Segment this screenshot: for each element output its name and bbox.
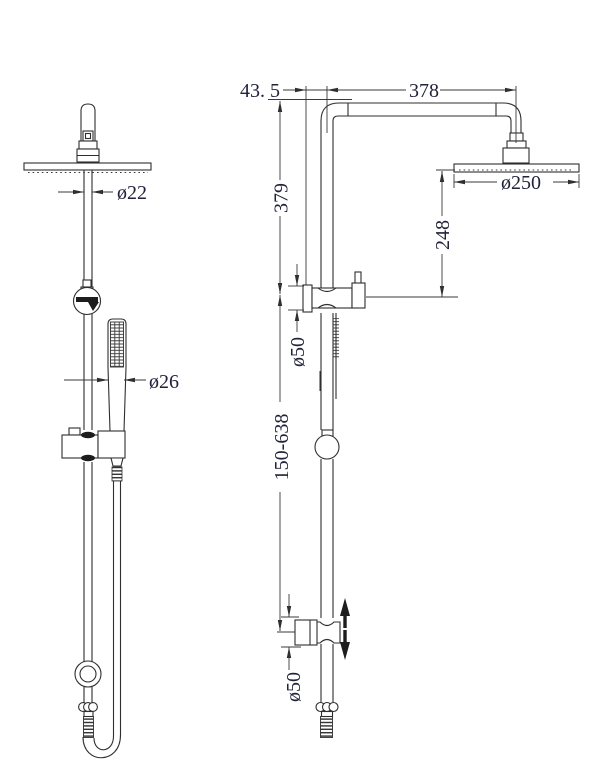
rain-head-front xyxy=(23,162,152,171)
dim-label-o50-upper: ø50 xyxy=(287,337,309,367)
dim-lower-bracket: ø50 xyxy=(281,594,305,702)
diverter xyxy=(72,279,102,316)
shower-hose xyxy=(82,481,122,759)
front-view: ø22 ø26 xyxy=(23,103,179,759)
dim-top-chain: 43. 5 378 xyxy=(240,80,517,285)
cap-joint xyxy=(82,130,94,142)
dim-label-379: 379 xyxy=(271,183,293,213)
cap-joint-detail xyxy=(84,132,92,140)
hose-cone xyxy=(110,457,124,467)
dim-label-o22: ø22 xyxy=(117,182,147,204)
side-view: ø250 43. 5 378 379 xyxy=(240,80,580,738)
column-pipe-side xyxy=(320,102,522,290)
slider-bracket-side xyxy=(302,271,366,313)
hand-shower-front xyxy=(107,318,127,434)
dim-head-diameter: ø250 xyxy=(453,172,580,194)
lower-bracket-front xyxy=(74,660,102,688)
dim-riser-diameter: ø22 xyxy=(58,182,147,204)
dim-hand-shower-diameter: ø26 xyxy=(64,371,179,393)
spray-face-side xyxy=(333,318,339,358)
hose-spring xyxy=(111,466,123,482)
dim-label-o26: ø26 xyxy=(149,371,179,393)
adjustability-arrows xyxy=(340,598,350,660)
dim-rail-range: 150-638 xyxy=(271,295,296,633)
hook-pin xyxy=(354,271,362,285)
dim-label-248: 248 xyxy=(432,220,454,250)
dim-label-378: 378 xyxy=(409,80,439,102)
lower-bracket-side xyxy=(294,619,341,646)
dim-upper-bracket: ø50 xyxy=(287,264,309,367)
hose-connector-side xyxy=(315,701,339,738)
dim-head-to-bracket: 248 xyxy=(366,169,458,298)
dim-label-o250: ø250 xyxy=(501,172,541,194)
swivel-collar xyxy=(78,140,98,150)
dim-label-43-5: 43. 5 xyxy=(240,80,280,102)
rain-head-side xyxy=(453,163,580,173)
hook-knob xyxy=(351,282,366,309)
top-inlet-pipe xyxy=(80,103,96,141)
rail-side xyxy=(314,313,340,702)
ball-joint xyxy=(314,434,340,460)
slider-bracket-front xyxy=(61,427,126,482)
dim-label-o50-lower: ø50 xyxy=(283,672,305,702)
dim-label-150-638: 150-638 xyxy=(271,414,293,481)
hose-connector-front xyxy=(78,702,98,738)
head-swivel-side xyxy=(502,132,530,164)
spray-face xyxy=(110,321,124,368)
dim-arm-to-bracket: 379 xyxy=(271,101,293,294)
